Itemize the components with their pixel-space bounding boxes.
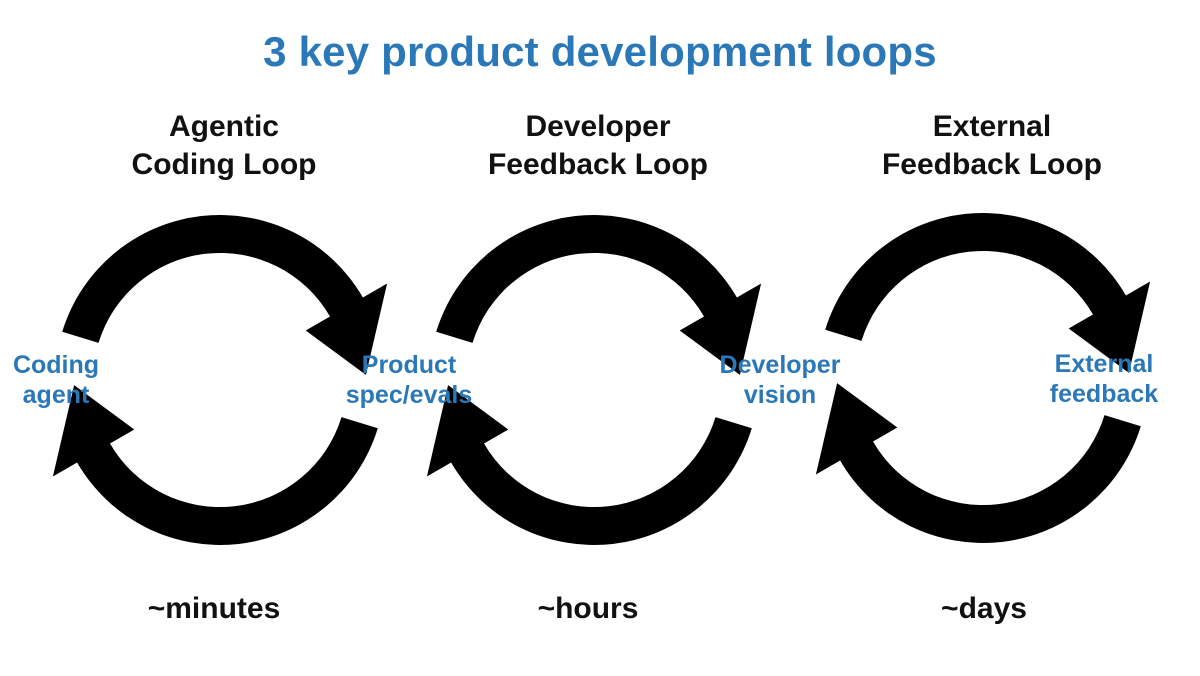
loop-title-developer-line1: Developer xyxy=(525,110,671,143)
node-external-feedback: External feedback xyxy=(1014,349,1194,409)
time-scale-days: ~days xyxy=(941,592,1027,625)
arrow-forward-developer xyxy=(436,214,762,375)
diagram-title: 3 key product development loops xyxy=(263,28,937,75)
node-coding-agent-line1: Coding xyxy=(12,351,100,379)
loop-title-external-line2: Feedback Loop xyxy=(881,148,1103,181)
loop-title-external: External Feedback Loop xyxy=(812,108,1172,184)
node-developer-vision-line1: Developer xyxy=(719,351,841,379)
arrow-forward-agentic xyxy=(62,214,388,375)
arrow-back-external xyxy=(815,383,1141,544)
loop-title-developer: Developer Feedback Loop xyxy=(418,108,778,184)
time-scale-hours: ~hours xyxy=(537,592,639,625)
node-developer-vision: Developer vision xyxy=(690,350,870,410)
time-scale-minutes: ~minutes xyxy=(147,592,281,625)
arrow-back-agentic xyxy=(52,385,378,546)
arrow-group xyxy=(52,212,1151,546)
node-coding-agent-line2: agent xyxy=(22,381,90,409)
arrow-forward-external xyxy=(825,212,1151,373)
node-developer-vision-line2: vision xyxy=(743,381,817,409)
loop-title-agentic: Agentic Coding Loop xyxy=(44,108,404,184)
node-external-feedback-line1: External xyxy=(1054,350,1154,378)
loop-title-external-line1: External xyxy=(932,110,1052,143)
loop-title-agentic-line1: Agentic xyxy=(168,110,279,143)
arrow-back-developer xyxy=(426,385,752,546)
node-product-spec-line2: spec/evals xyxy=(345,381,473,409)
node-external-feedback-line2: feedback xyxy=(1049,380,1159,408)
node-product-spec-line1: Product xyxy=(361,351,457,379)
loop-title-agentic-line2: Coding Loop xyxy=(131,148,317,181)
loop-title-developer-line2: Feedback Loop xyxy=(487,148,709,181)
node-coding-agent: Coding agent xyxy=(0,350,146,410)
node-product-spec: Product spec/evals xyxy=(319,350,499,410)
